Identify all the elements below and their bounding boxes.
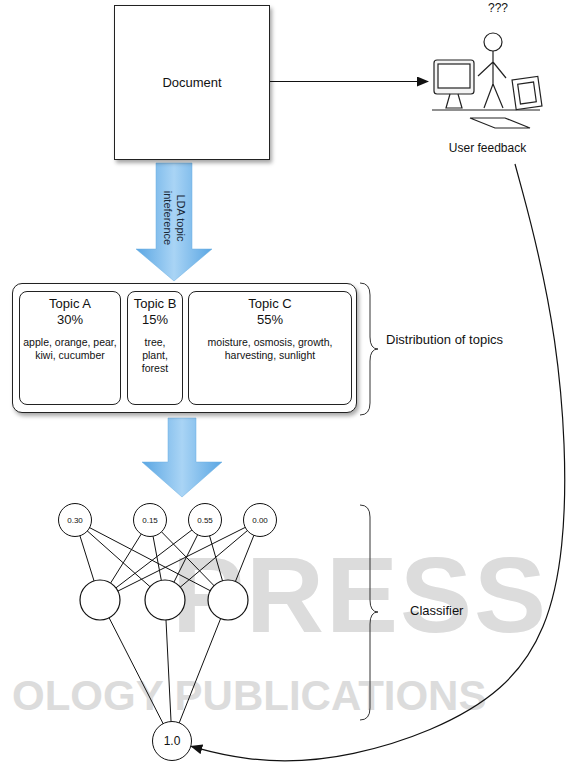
topic-title: Topic A (23, 296, 117, 312)
topic-box: Topic C55% moisture, osmosis, growth, har… (188, 291, 352, 405)
neuron-value: 0.30 (67, 516, 83, 525)
input-neuron: 0.30 (58, 503, 92, 537)
group-label: Distribution of topics (386, 332, 503, 347)
topic-box: Topic A30% apple, orange, pear, kiwi, cuc… (19, 291, 121, 405)
watermark: OLOGY PUBLICATIONS (12, 672, 486, 720)
neuron-value: 1.0 (164, 734, 181, 748)
hidden-neuron (80, 580, 248, 620)
icon-caption: User feedback (430, 141, 545, 155)
block-arrow (136, 163, 212, 281)
thought-mark: ??? (488, 1, 508, 15)
neuron-value: 0.15 (142, 516, 158, 525)
user-feedback: ??? User feedback (430, 0, 545, 160)
topic-share: 30% (23, 312, 117, 328)
topic-share: 55% (192, 312, 348, 328)
group-label: Classifier (410, 603, 463, 618)
topic-words: apple, orange, pear, kiwi, cucumber (23, 336, 117, 362)
topic-words: tree, plant, forest (131, 336, 179, 375)
topic-title: Topic C (192, 296, 348, 312)
brace (360, 283, 378, 415)
feedback-curve (191, 164, 564, 761)
neuron-value: 0.00 (252, 516, 268, 525)
topic-box: Topic B15% tree, plant, forest (127, 291, 183, 405)
arrow-label: LDA topic inteference (161, 178, 187, 258)
document-label: Document (162, 75, 221, 90)
document-box: Document (114, 5, 270, 160)
connector-group (136, 163, 212, 281)
block-arrow (142, 418, 222, 497)
input-neuron: 0.55 (188, 503, 222, 537)
topic-words: moisture, osmosis, growth, harvesting, s… (192, 336, 348, 362)
input-neuron: 0.15 (133, 503, 167, 537)
user-icon (432, 33, 542, 128)
arrow-connector (270, 81, 428, 82)
connector-group (270, 81, 428, 82)
topic-panel: Topic A30% apple, orange, pear, kiwi, cuc… (12, 283, 357, 413)
connector-group (191, 164, 564, 761)
input-neuron: 0.00 (243, 503, 277, 537)
topic-title: Topic B (131, 296, 179, 312)
neuron-value: 0.55 (197, 516, 213, 525)
output-neuron: 1.0 (152, 721, 192, 761)
topic-share: 15% (131, 312, 179, 328)
